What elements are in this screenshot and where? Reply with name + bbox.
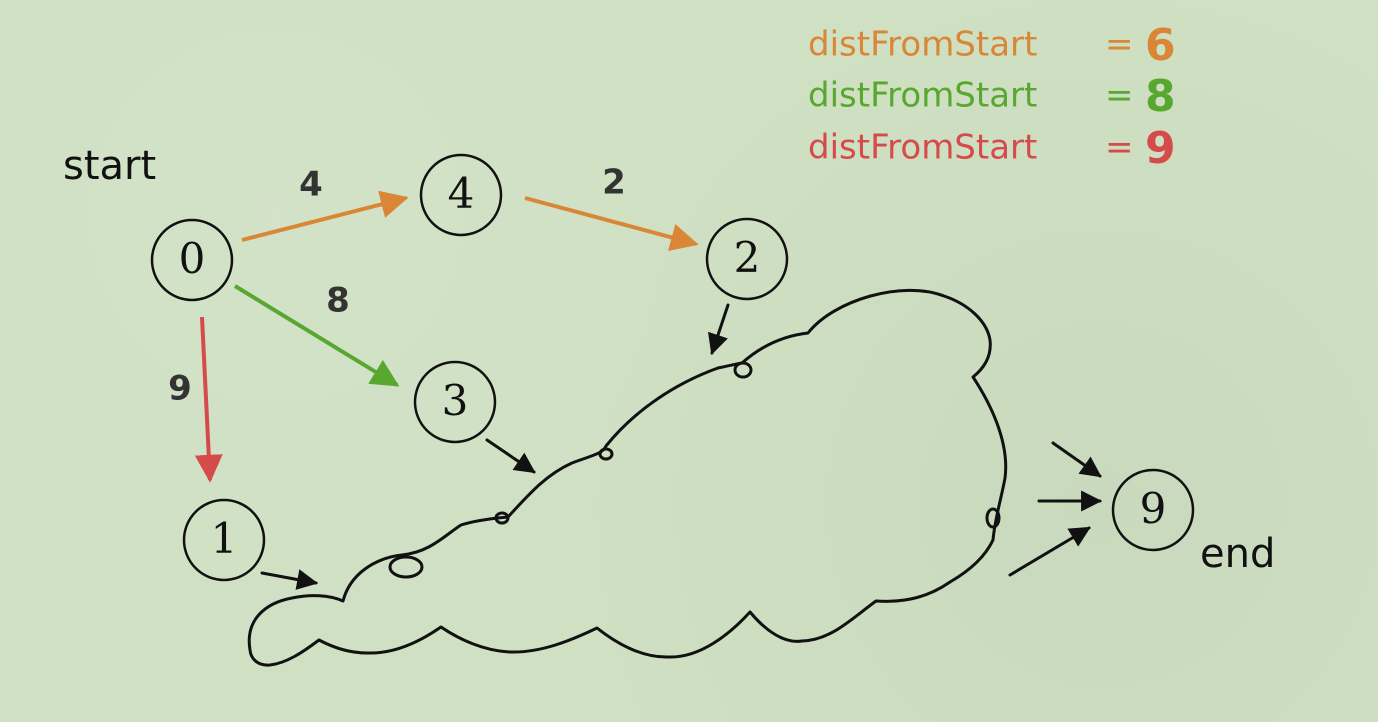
edge-4-to-2 (524, 196, 699, 251)
node-0-circle (150, 218, 234, 302)
cloud-loop-3 (985, 507, 1001, 529)
edge-0-to-4 (241, 190, 409, 242)
legend-item-green-label: distFromStart (808, 76, 1037, 116)
arrow-to-node-9-bottom (1008, 526, 1091, 577)
cloud-loop-4 (494, 511, 510, 525)
edge-weight-0-4: 4 (299, 165, 323, 205)
legend-item-green-equals: = (1105, 76, 1134, 116)
node-2-circle (705, 217, 789, 301)
arrow-to-node-9-top (1051, 441, 1102, 478)
edge-0-to-3 (233, 284, 400, 387)
legend-item-green-value: 8 (1145, 71, 1176, 122)
node-2: 2 (705, 217, 789, 301)
unknown-paths-cloud (247, 288, 1008, 667)
node-0-label: 0 (179, 234, 206, 283)
node-4-label: 4 (448, 169, 475, 218)
node-9-label: 9 (1140, 484, 1167, 533)
node-0: 0 (150, 218, 234, 302)
arrow-from-node-1 (260, 569, 319, 590)
cloud-loop-2 (733, 361, 753, 379)
node-2-label: 2 (734, 233, 761, 282)
node-3-label: 3 (442, 376, 469, 425)
legend: distFromStart = 6 distFromStart = 8 dist… (808, 20, 1176, 174)
edge-weight-0-1: 9 (168, 369, 192, 409)
start-label: start (63, 143, 156, 189)
legend-item-orange-equals: = (1105, 25, 1134, 65)
node-4: 4 (419, 153, 503, 237)
end-label: end (1200, 531, 1275, 577)
arrow-from-node-3 (485, 438, 536, 474)
node-1: 1 (182, 498, 266, 582)
edge-0-to-1 (194, 316, 223, 483)
arrow-from-node-2 (708, 303, 730, 355)
legend-item-orange-label: distFromStart (808, 25, 1037, 65)
legend-item-red-value: 9 (1145, 123, 1176, 174)
node-9: 9 (1111, 468, 1195, 552)
node-9-circle (1111, 468, 1195, 552)
node-1-circle (182, 498, 266, 582)
legend-item-red-equals: = (1105, 128, 1134, 168)
cloud-loop-5 (598, 447, 614, 461)
node-4-circle (419, 153, 503, 237)
legend-item-orange-value: 6 (1145, 20, 1176, 71)
node-3-circle (413, 360, 497, 444)
node-1-label: 1 (211, 514, 238, 563)
node-3: 3 (413, 360, 497, 444)
edge-weight-4-2: 2 (602, 163, 626, 203)
cloud-loop-1 (388, 555, 424, 579)
edge-weight-0-3: 8 (326, 281, 350, 321)
legend-item-red-label: distFromStart (808, 128, 1037, 168)
